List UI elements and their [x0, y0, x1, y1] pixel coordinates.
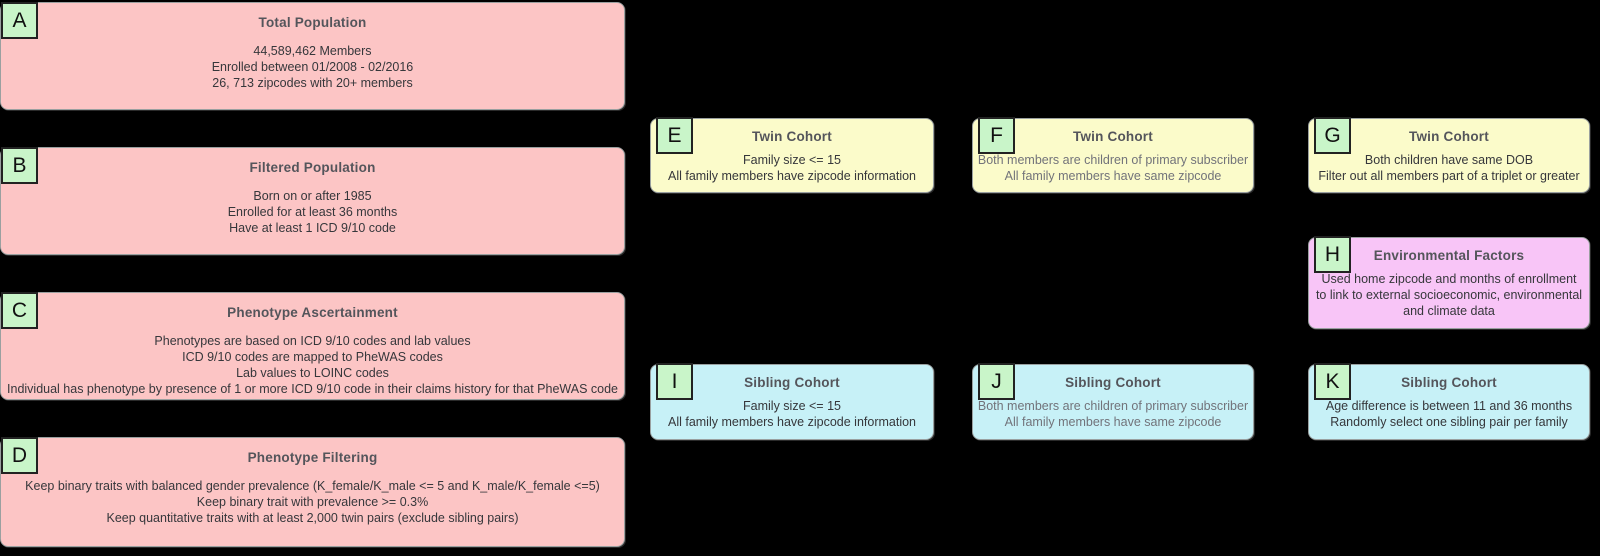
node-body: Both members are children of primary sub…	[973, 398, 1253, 430]
node-body: Family size <= 15 All family members hav…	[651, 152, 933, 184]
node-letter-badge: H	[1314, 236, 1351, 273]
node-letter-badge: E	[656, 117, 693, 154]
node-body-line: Born on or after 1985	[253, 189, 372, 203]
node-letter-badge: C	[1, 292, 38, 329]
node-title: Sibling Cohort	[744, 375, 840, 390]
node-title: Filtered Population	[249, 160, 376, 175]
node-body-line: Have at least 1 ICD 9/10 code	[229, 221, 396, 235]
node-body-line: 26, 713 zipcodes with 20+ members	[212, 76, 413, 90]
node-body: Both children have same DOB Filter out a…	[1309, 152, 1589, 184]
node-body-line: All family members have zipcode informat…	[667, 169, 917, 183]
node-body-line: Keep binary traits with balanced gender …	[25, 479, 600, 493]
node-title: Twin Cohort	[752, 129, 832, 144]
node-environmental-factors: H Environmental Factors Used home zipcod…	[1308, 236, 1590, 329]
node-letter-badge: J	[978, 363, 1015, 400]
node-body-line: Both members are children of primary sub…	[977, 153, 1249, 167]
node-body-line: ICD 9/10 codes are mapped to PheWAS code…	[182, 350, 443, 364]
node-body: Born on or after 1985 Enrolled for at le…	[1, 188, 624, 236]
node-title: Twin Cohort	[1073, 129, 1153, 144]
node-letter-badge: I	[656, 363, 693, 400]
node-letter-badge: D	[1, 437, 38, 474]
node-body-line: All family members have same zipcode	[1004, 415, 1222, 429]
node-letter-badge: F	[978, 117, 1015, 154]
node-body-line: Phenotypes are based on ICD 9/10 codes a…	[154, 334, 471, 348]
node-twin-cohort-2: F Twin Cohort Both members are children …	[972, 117, 1254, 193]
node-body-line: Enrolled for at least 36 months	[227, 205, 398, 219]
node-body-line: Individual has phenotype by presence of …	[7, 382, 618, 396]
node-letter-badge: G	[1314, 117, 1351, 154]
node-body: 44,589,462 Members Enrolled between 01/2…	[1, 43, 624, 91]
node-letter-badge: B	[1, 147, 38, 184]
node-body: Keep binary traits with balanced gender …	[1, 478, 624, 526]
node-body-line: All family members have zipcode informat…	[667, 415, 917, 429]
node-filtered-population: B Filtered Population Born on or after 1…	[0, 147, 625, 255]
node-body-line: Family size <= 15	[743, 153, 841, 167]
node-body-line: All family members have same zipcode	[1004, 169, 1222, 183]
node-body-line: Filter out all members part of a triplet…	[1318, 169, 1580, 183]
node-body: Both members are children of primary sub…	[973, 152, 1253, 184]
node-body: Family size <= 15 All family members hav…	[651, 398, 933, 430]
node-body-line: 44,589,462 Members	[253, 44, 372, 58]
node-body-line: Lab values to LOINC codes	[236, 366, 389, 380]
node-letter-badge: K	[1314, 363, 1351, 400]
node-title: Total Population	[258, 15, 367, 30]
node-body-line: Both children have same DOB	[1364, 153, 1534, 167]
node-body: Age difference is between 11 and 36 mont…	[1309, 398, 1589, 430]
node-title: Phenotype Filtering	[247, 450, 378, 465]
node-body-line: Family size <= 15	[743, 399, 841, 413]
node-title: Sibling Cohort	[1065, 375, 1161, 390]
node-title: Phenotype Ascertainment	[227, 305, 398, 320]
node-title: Environmental Factors	[1373, 248, 1525, 263]
node-sibling-cohort-3: K Sibling Cohort Age difference is betwe…	[1308, 363, 1590, 440]
node-body-line: Randomly select one sibling pair per fam…	[1330, 415, 1568, 429]
node-twin-cohort-3: G Twin Cohort Both children have same DO…	[1308, 117, 1590, 193]
node-body-line: Used home zipcode and months of enrollme…	[1315, 272, 1583, 318]
node-body-line: Keep quantitative traits with at least 2…	[106, 511, 519, 525]
node-sibling-cohort-1: I Sibling Cohort Family size <= 15 All f…	[650, 363, 934, 440]
node-body-line: Age difference is between 11 and 36 mont…	[1325, 399, 1573, 413]
node-title: Twin Cohort	[1409, 129, 1489, 144]
node-phenotype-filtering: D Phenotype Filtering Keep binary traits…	[0, 437, 625, 547]
node-body: Phenotypes are based on ICD 9/10 codes a…	[1, 333, 624, 397]
node-phenotype-ascertainment: C Phenotype Ascertainment Phenotypes are…	[0, 292, 625, 400]
node-body: Used home zipcode and months of enrollme…	[1309, 271, 1589, 319]
node-letter-badge: A	[1, 2, 38, 39]
node-sibling-cohort-2: J Sibling Cohort Both members are childr…	[972, 363, 1254, 440]
node-body-line: Both members are children of primary sub…	[977, 399, 1249, 413]
node-twin-cohort-1: E Twin Cohort Family size <= 15 All fami…	[650, 117, 934, 193]
node-body-line: Enrolled between 01/2008 - 02/2016	[211, 60, 414, 74]
node-total-population: A Total Population 44,589,462 Members En…	[0, 2, 625, 110]
node-title: Sibling Cohort	[1401, 375, 1497, 390]
node-body-line: Keep binary trait with prevalence >= 0.3…	[196, 495, 429, 509]
